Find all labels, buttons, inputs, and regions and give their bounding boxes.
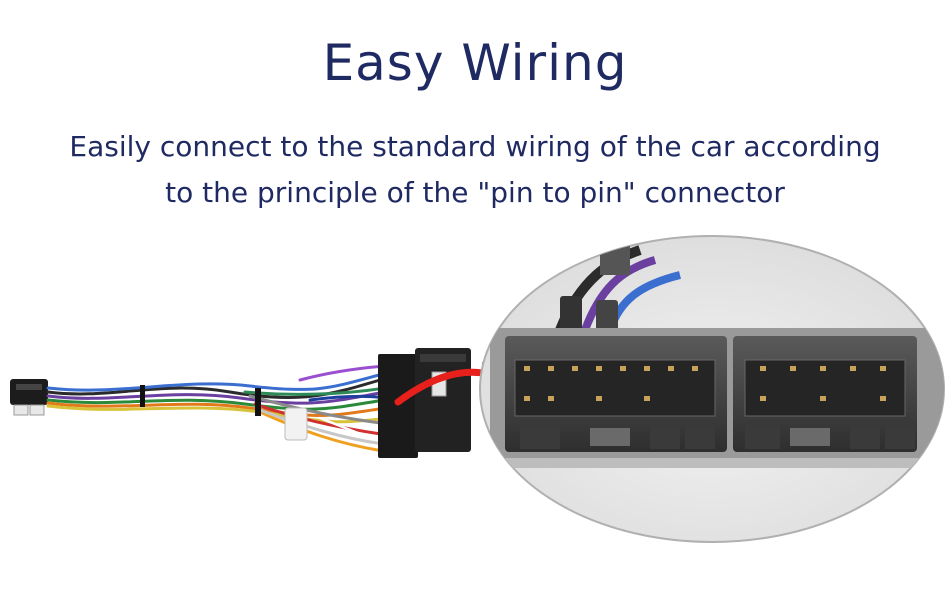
page-subtitle: Easily connect to the standard wiring of…	[0, 124, 950, 216]
small-connector	[10, 379, 48, 416]
wire-label-sticker	[284, 407, 308, 441]
wiring-harness	[10, 348, 471, 458]
main-connector	[378, 348, 471, 458]
subtitle-line-2: to the principle of the "pin to pin" con…	[165, 176, 785, 209]
cable-tie	[255, 388, 261, 416]
wire-bundle	[46, 364, 397, 454]
connector-zoom-view	[479, 235, 945, 543]
subtitle-line-1: Easily connect to the standard wiring of…	[69, 130, 881, 163]
page-title: Easy Wiring	[322, 34, 628, 92]
cable-tie	[140, 385, 145, 407]
